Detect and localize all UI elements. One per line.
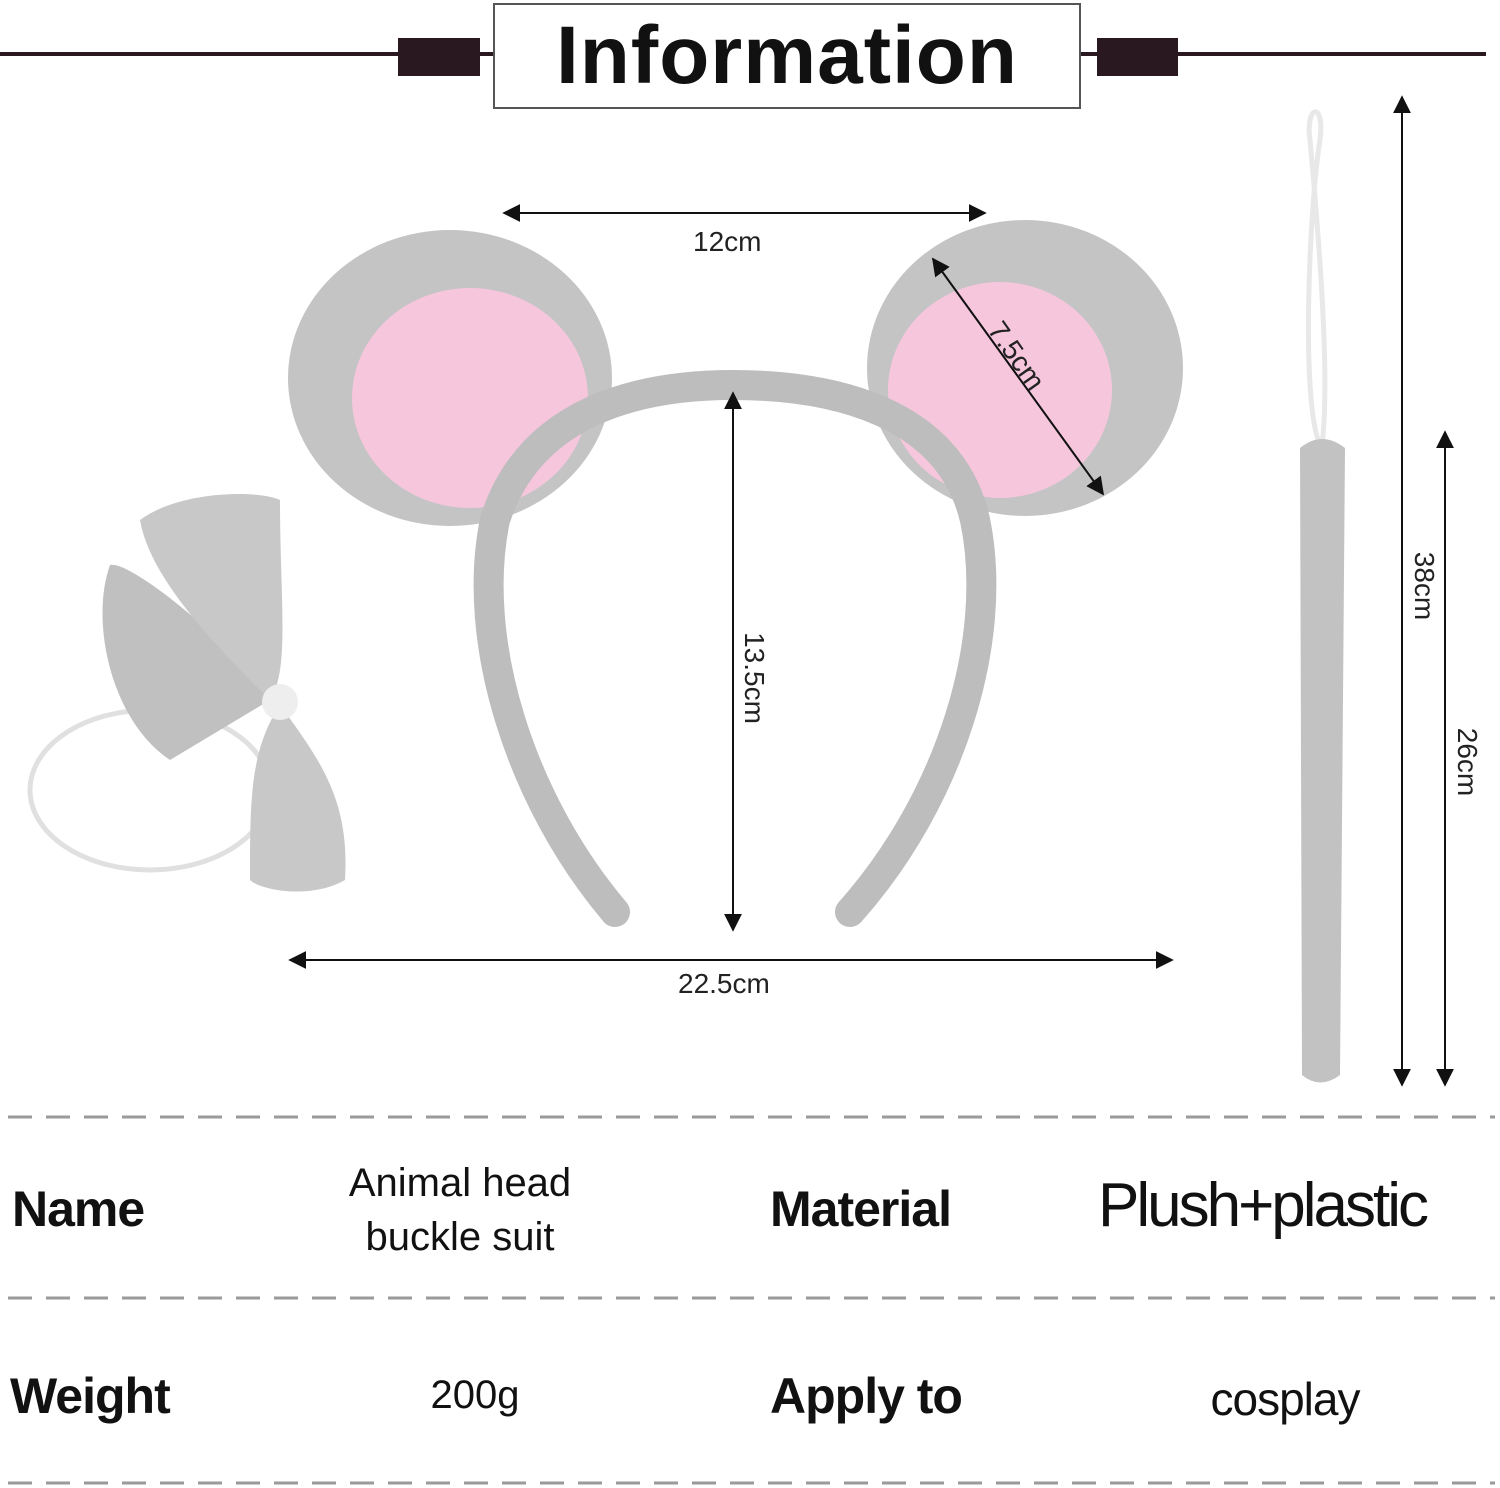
material-value: Plush+plastic xyxy=(1098,1171,1429,1240)
page-title: Information xyxy=(493,3,1081,109)
bow-tie xyxy=(27,494,346,892)
apply-to-value: cosplay xyxy=(1210,1373,1361,1425)
name-value-line1: Animal head xyxy=(348,1161,572,1205)
header-block-left xyxy=(398,38,480,76)
name-value: Animal head buckle suit xyxy=(300,1156,620,1264)
dim-tail-body: 26cm xyxy=(1452,727,1484,797)
mouse-tail xyxy=(1300,109,1345,1083)
mouse-ears-headband xyxy=(288,220,1183,927)
dim-headband-width: 22.5cm xyxy=(678,968,770,999)
material-label: Material xyxy=(770,1181,952,1237)
name-label: Name xyxy=(12,1181,145,1237)
arrow-ear-diameter xyxy=(931,257,1105,496)
weight-value: 200g xyxy=(430,1373,520,1417)
apply-to-label: Apply to xyxy=(770,1368,963,1424)
dim-ear-span: 12cm xyxy=(693,226,762,257)
name-value-line2: buckle suit xyxy=(365,1215,555,1259)
dim-tail-total: 38cm xyxy=(1409,551,1441,621)
header-block-right xyxy=(1097,38,1178,76)
weight-label: Weight xyxy=(10,1368,171,1424)
dim-headband-height: 13.5cm xyxy=(738,632,770,724)
